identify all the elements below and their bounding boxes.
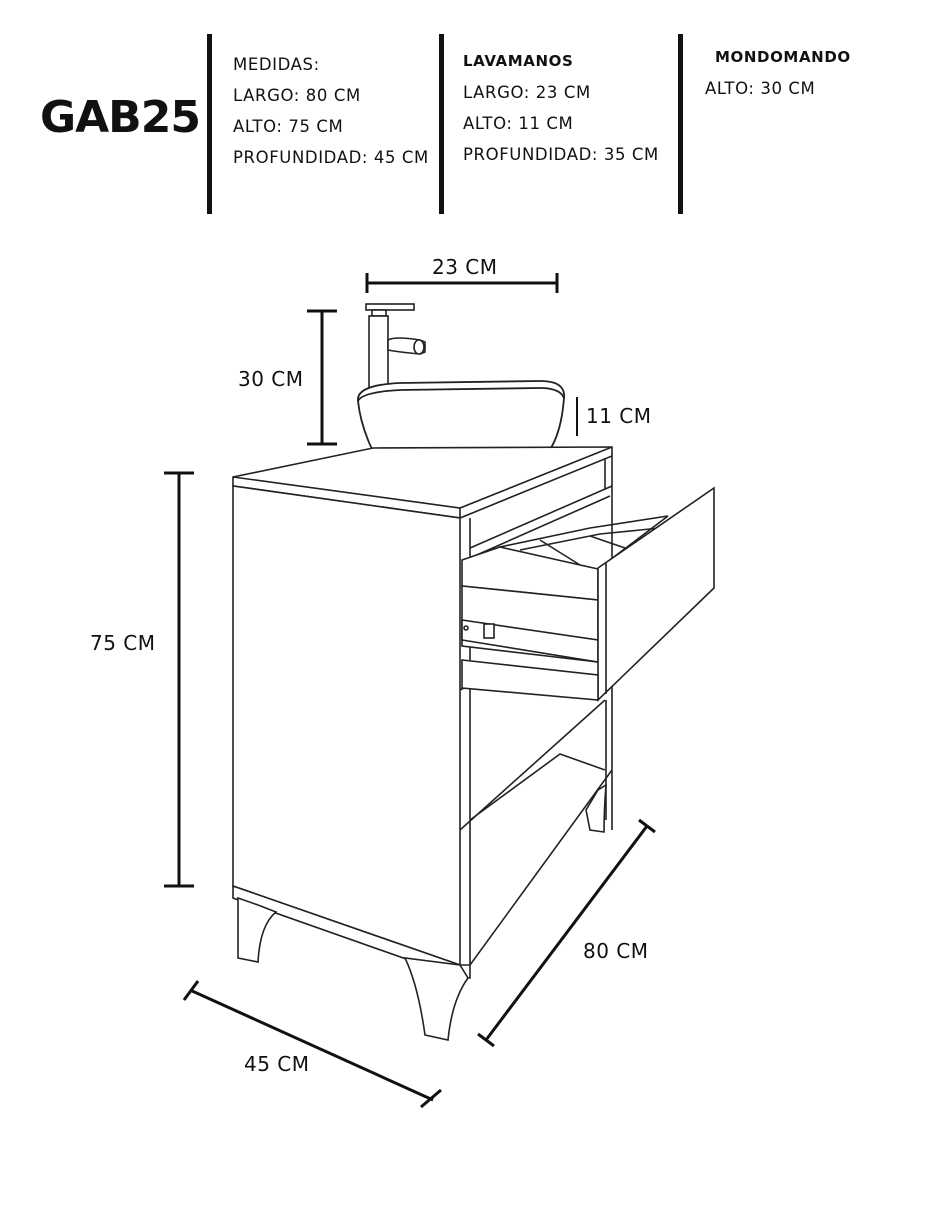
medidas-title: MEDIDAS: (233, 55, 320, 74)
lavamanos-largo: LARGO: 23 CM (463, 83, 591, 102)
model-code: GAB25 (40, 92, 201, 143)
lavamanos-block: LAVAMANOS LARGO: 23 CM ALTO: 11 CM PROFU… (463, 46, 659, 170)
medidas-largo: LARGO: 80 CM (233, 86, 361, 105)
basin-width-label: 23 CM (432, 255, 498, 279)
mondomando-alto: ALTO: 30 CM (705, 79, 816, 98)
divider-2 (439, 34, 444, 214)
medidas-profundidad: PROFUNDIDAD: 45 CM (233, 148, 429, 167)
faucet-height-label: 30 CM (238, 367, 304, 391)
divider-1 (207, 34, 212, 214)
dimension-faucet-height (307, 309, 337, 446)
cabinet-height-label: 75 CM (90, 631, 156, 655)
cabinet-length-label: 80 CM (583, 939, 649, 963)
faucet (365, 303, 426, 393)
dimension-cabinet-depth (182, 980, 442, 1109)
lavamanos-title: LAVAMANOS (463, 52, 574, 70)
basin-height-label: 11 CM (586, 404, 652, 428)
lavamanos-profundidad: PROFUNDIDAD: 35 CM (463, 145, 659, 164)
mondomando-title: MONDOMANDO (715, 48, 851, 66)
cabinet-legs (237, 783, 607, 1041)
medidas-alto: ALTO: 75 CM (233, 117, 344, 136)
lavamanos-alto: ALTO: 11 CM (463, 114, 574, 133)
dimension-cabinet-length (477, 818, 656, 1048)
cabinet-body (232, 446, 613, 979)
dimension-basin-width (365, 273, 559, 293)
cabinet-depth-label: 45 CM (244, 1052, 310, 1076)
medidas-block: MEDIDAS: LARGO: 80 CM ALTO: 75 CM PROFUN… (233, 49, 429, 173)
drawer (461, 486, 715, 820)
divider-3 (678, 34, 683, 214)
mondomando-block: MONDOMANDO ALTO: 30 CM (705, 42, 851, 104)
dimension-cabinet-height (164, 471, 194, 888)
